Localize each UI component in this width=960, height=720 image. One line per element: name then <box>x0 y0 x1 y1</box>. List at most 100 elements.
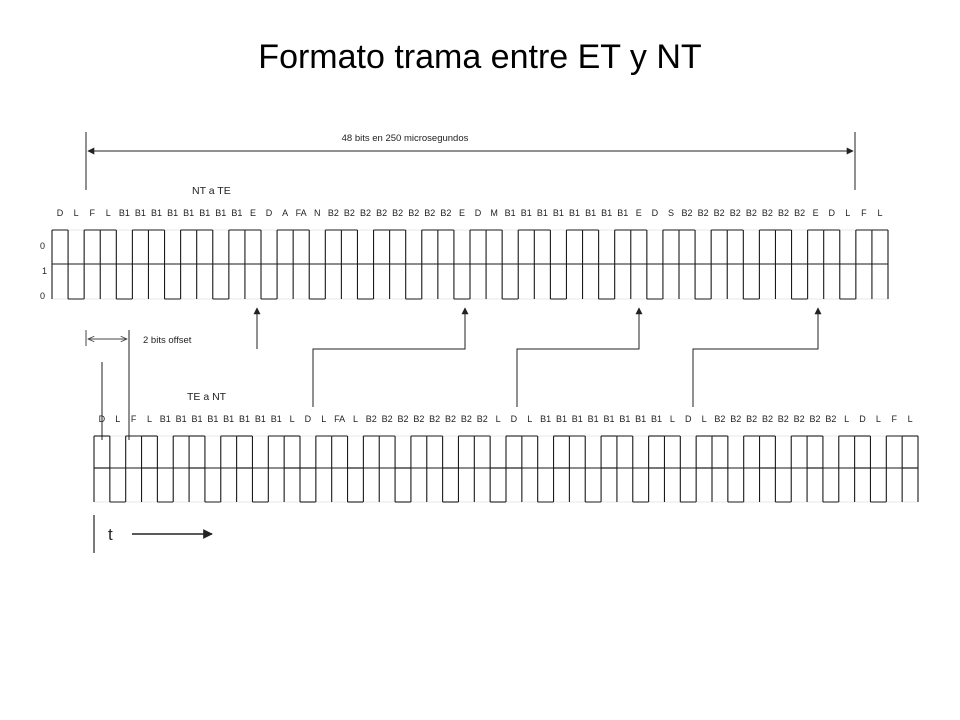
te-nt-bit-label: L <box>702 414 707 424</box>
te-nt-bit-cell <box>790 435 808 503</box>
te-nt-bit-cell <box>774 435 792 503</box>
nt-te-bit-cell <box>244 229 262 300</box>
nt-te-title: NT a TE <box>192 185 231 197</box>
nt-te-bit-cell <box>389 229 406 300</box>
nt-te-bit-cell <box>372 229 390 300</box>
te-nt-bit-label: B1 <box>572 414 583 424</box>
te-nt-bit-label: B1 <box>207 414 218 424</box>
nt-te-bit-label: M <box>490 208 498 218</box>
te-nt-bit-label: L <box>496 414 501 424</box>
nt-te-bit-cell <box>99 229 117 300</box>
te-nt-bit-cell <box>172 435 190 503</box>
te-nt-bit-cell <box>125 435 142 503</box>
nt-te-bit-label: B1 <box>231 208 242 218</box>
nt-te-bit-label: D <box>266 208 273 218</box>
nt-te-bit-cell <box>147 229 165 300</box>
nt-te-bit-cell <box>581 229 599 300</box>
te-nt-bit-cell <box>299 435 317 503</box>
te-nt-bit-cell <box>378 435 396 503</box>
nt-te-bit-label: A <box>282 208 288 218</box>
te-nt-bit-cell <box>140 435 158 503</box>
nt-te-bit-cell <box>453 229 471 300</box>
nt-te-bit-cell <box>131 229 149 300</box>
nt-te-bit-cell <box>51 229 69 300</box>
nt-te-bit-cell <box>67 229 85 300</box>
nt-te-bit-label: F <box>861 208 867 218</box>
te-nt-bit-label: B2 <box>794 414 805 424</box>
nt-te-bit-cell <box>614 229 632 300</box>
te-nt-bit-cell <box>711 435 729 503</box>
offset-label: 2 bits offset <box>143 335 192 346</box>
nt-te-bit-cell <box>228 229 246 300</box>
offset-annotation: 2 bits offset <box>85 330 192 346</box>
te-nt-bit-label: B1 <box>588 414 599 424</box>
nt-te-bit-cell <box>549 229 567 300</box>
te-nt-bit-label: D <box>859 414 866 424</box>
nt-te-bit-cell <box>437 229 455 300</box>
te-nt-bit-label: B1 <box>160 414 171 424</box>
te-nt-title: TE a NT <box>187 391 227 403</box>
te-nt-bit-cell <box>251 435 269 503</box>
nt-te-bit-label: B2 <box>392 208 403 218</box>
nt-te-bit-label: B1 <box>553 208 564 218</box>
nt-te-bit-cell <box>662 229 680 300</box>
nt-te-bit-cell <box>823 229 841 300</box>
te-nt-bit-cell <box>663 435 681 503</box>
nt-te-bit-cell <box>180 229 197 300</box>
nt-te-bit-cell <box>533 229 551 300</box>
te-nt-bit-label: B2 <box>429 414 440 424</box>
te-nt-bit-label: B1 <box>255 414 266 424</box>
nt-te-bit-cells <box>51 229 889 300</box>
te-nt-bit-label: L <box>290 414 295 424</box>
te-nt-bit-cell <box>537 435 554 503</box>
nt-te-bit-label: B1 <box>537 208 548 218</box>
te-nt-bit-label: B2 <box>714 414 725 424</box>
te-nt-bit-label: B1 <box>271 414 282 424</box>
te-nt-bit-cell <box>743 435 760 503</box>
time-axis: t <box>93 515 213 553</box>
nt-te-bit-label: B2 <box>408 208 419 218</box>
te-nt-bit-label: B1 <box>651 414 662 424</box>
nt-te-bit-label: B1 <box>183 208 194 218</box>
te-nt-bit-cell <box>93 435 111 503</box>
nt-te-bit-cell <box>485 229 503 300</box>
nt-te-bit-cell <box>630 229 648 300</box>
nt-te-bit-cell <box>324 229 342 300</box>
nt-te-bit-cell <box>501 229 519 300</box>
te-nt-bit-cell <box>521 435 538 503</box>
te-nt-bit-cell <box>315 435 332 503</box>
nt-te-bit-cell <box>646 229 664 300</box>
te-nt-bit-label: L <box>844 414 849 424</box>
echo-arrows <box>253 307 822 407</box>
te-nt-bit-label: L <box>115 414 120 424</box>
nt-te-bit-cell <box>83 229 101 300</box>
nt-te-bit-label: B2 <box>360 208 371 218</box>
nt-te-bit-cell <box>276 229 294 300</box>
nt-te-bit-cell <box>340 229 358 300</box>
te-nt-bit-label: B1 <box>191 414 202 424</box>
te-nt-bit-label: B2 <box>382 414 393 424</box>
nt-te-bit-label: B1 <box>601 208 612 218</box>
nt-te-bit-label: E <box>636 208 642 218</box>
te-nt-bit-cell <box>901 435 919 503</box>
te-nt-bit-label: D <box>685 414 692 424</box>
nt-te-bit-label: S <box>668 208 674 218</box>
nt-te-bit-label: B1 <box>119 208 130 218</box>
te-nt-bit-cell <box>806 435 824 503</box>
te-nt-bit-label: B2 <box>778 414 789 424</box>
nt-te-bit-label: B2 <box>714 208 725 218</box>
te-nt-bit-cell <box>885 435 903 503</box>
nt-te-bit-cell <box>678 229 696 300</box>
frame-span-label: 48 bits en 250 microsegundos <box>342 133 469 144</box>
te-nt-bit-cell <box>267 435 285 503</box>
nt-te-bit-label: D <box>652 208 659 218</box>
nt-te-bit-cell <box>710 229 728 300</box>
te-nt-bit-label: B1 <box>540 414 551 424</box>
te-nt-bit-label: B2 <box>397 414 408 424</box>
nt-te-bit-cell <box>356 229 374 300</box>
nt-te-bit-label: N <box>314 208 321 218</box>
te-nt-bit-cell <box>220 435 237 503</box>
te-nt-bit-cell <box>758 435 776 503</box>
page-title: Formato trama entre ET y NT <box>258 38 702 76</box>
level-0-top: 0 <box>40 241 45 251</box>
